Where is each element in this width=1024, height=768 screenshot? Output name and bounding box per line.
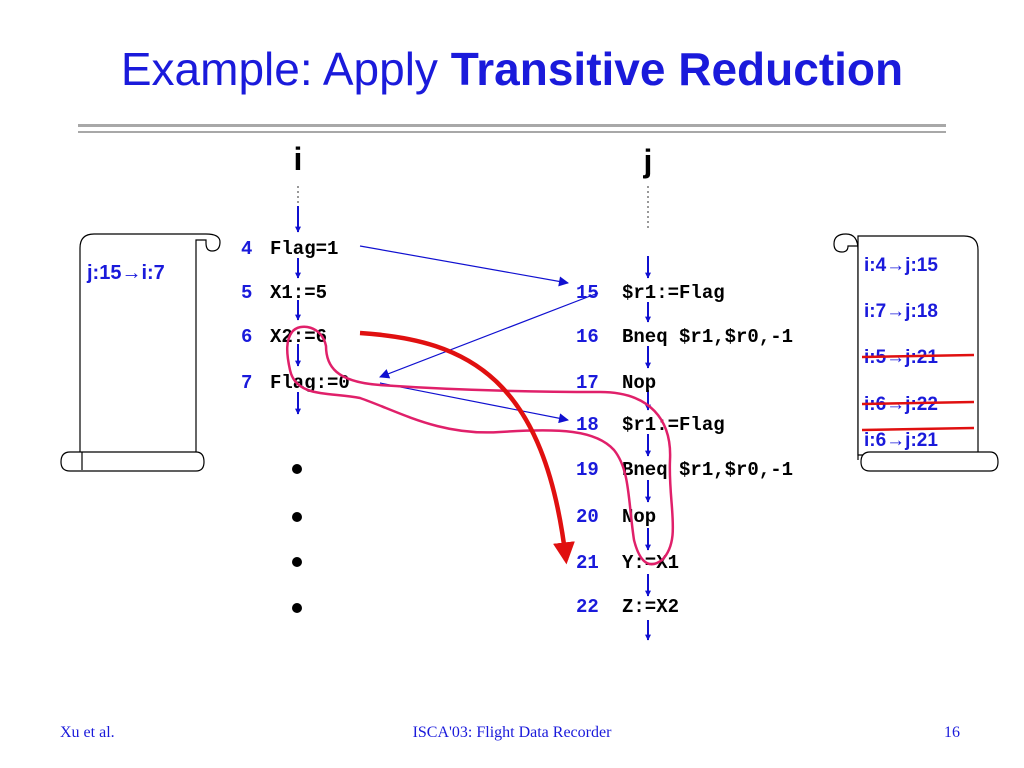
j-line-num: 20 xyxy=(576,506,599,528)
right-scroll-entry: i:7→j:18 xyxy=(864,301,938,322)
thread-j-code: 15 $r1:=Flag 16 Bneq $r1,$r0,-1 17 Nop 1… xyxy=(576,282,793,618)
j-line-num: 18 xyxy=(576,414,599,436)
right-scroll-entry: i:4→j:15 xyxy=(864,255,938,276)
transitive-path-loop xyxy=(286,325,675,566)
footer-author: Xu et al. xyxy=(60,724,115,741)
j-line-code: $r1:=Flag xyxy=(622,414,725,436)
j-line-code: Nop xyxy=(622,506,656,528)
i-line-code: X2:=6 xyxy=(270,326,327,348)
title-rule-bottom xyxy=(78,131,946,133)
thread-i-code: 4 Flag=1 5 X1:=5 6 X2:=6 7 Flag:=0 xyxy=(241,238,350,394)
j-line-num: 15 xyxy=(576,282,599,304)
j-line-num: 17 xyxy=(576,372,599,394)
j-line-code: Bneq $r1,$r0,-1 xyxy=(622,459,793,481)
title-rule-top xyxy=(78,124,946,127)
j-line-num: 21 xyxy=(576,552,599,574)
left-scroll-entry: j:15→i:7 xyxy=(86,262,165,284)
arrow-i4-j15 xyxy=(359,245,569,287)
i-line-code: Flag=1 xyxy=(270,238,338,260)
i-line-num: 6 xyxy=(241,326,252,348)
thread-j-label: j xyxy=(643,143,653,179)
arrow-j15-i7 xyxy=(379,292,599,379)
right-scroll xyxy=(833,233,999,472)
footer-venue: ISCA'03: Flight Data Recorder xyxy=(412,724,612,741)
i-line-num: 5 xyxy=(241,282,252,304)
title-plain: Example: Apply xyxy=(120,43,451,95)
left-scroll xyxy=(60,233,221,472)
j-line-num: 22 xyxy=(576,596,599,618)
i-line-num: 4 xyxy=(241,238,252,260)
arrow-i7-j18 xyxy=(379,382,569,424)
j-line-code: Nop xyxy=(622,372,656,394)
i-line-code: X1:=5 xyxy=(270,282,327,304)
strike-lines xyxy=(861,353,975,432)
dependence-arrows xyxy=(359,245,599,424)
right-scroll-entries: i:4→j:15 i:7→j:18 i:5→j:21 i:6→j:22 i:6→… xyxy=(864,255,938,451)
right-scroll-entry-struck: i:6→j:21 xyxy=(864,430,938,451)
j-line-num: 19 xyxy=(576,459,599,481)
thread-i-label: i xyxy=(294,141,303,177)
i-line-code: Flag:=0 xyxy=(270,372,350,394)
j-line-code: Bneq $r1,$r0,-1 xyxy=(622,326,793,348)
j-line-code: $r1:=Flag xyxy=(622,282,725,304)
footer-page-number: 16 xyxy=(944,724,960,741)
j-line-code: Z:=X2 xyxy=(622,596,679,618)
i-line-num: 7 xyxy=(241,372,252,394)
j-line-num: 16 xyxy=(576,326,599,348)
ellipsis-dots xyxy=(292,464,302,613)
slide-title: Example: Apply Transitive Reduction xyxy=(0,42,1024,96)
title-bold: Transitive Reduction xyxy=(450,43,904,95)
reduced-dependence-arrow xyxy=(359,330,575,565)
